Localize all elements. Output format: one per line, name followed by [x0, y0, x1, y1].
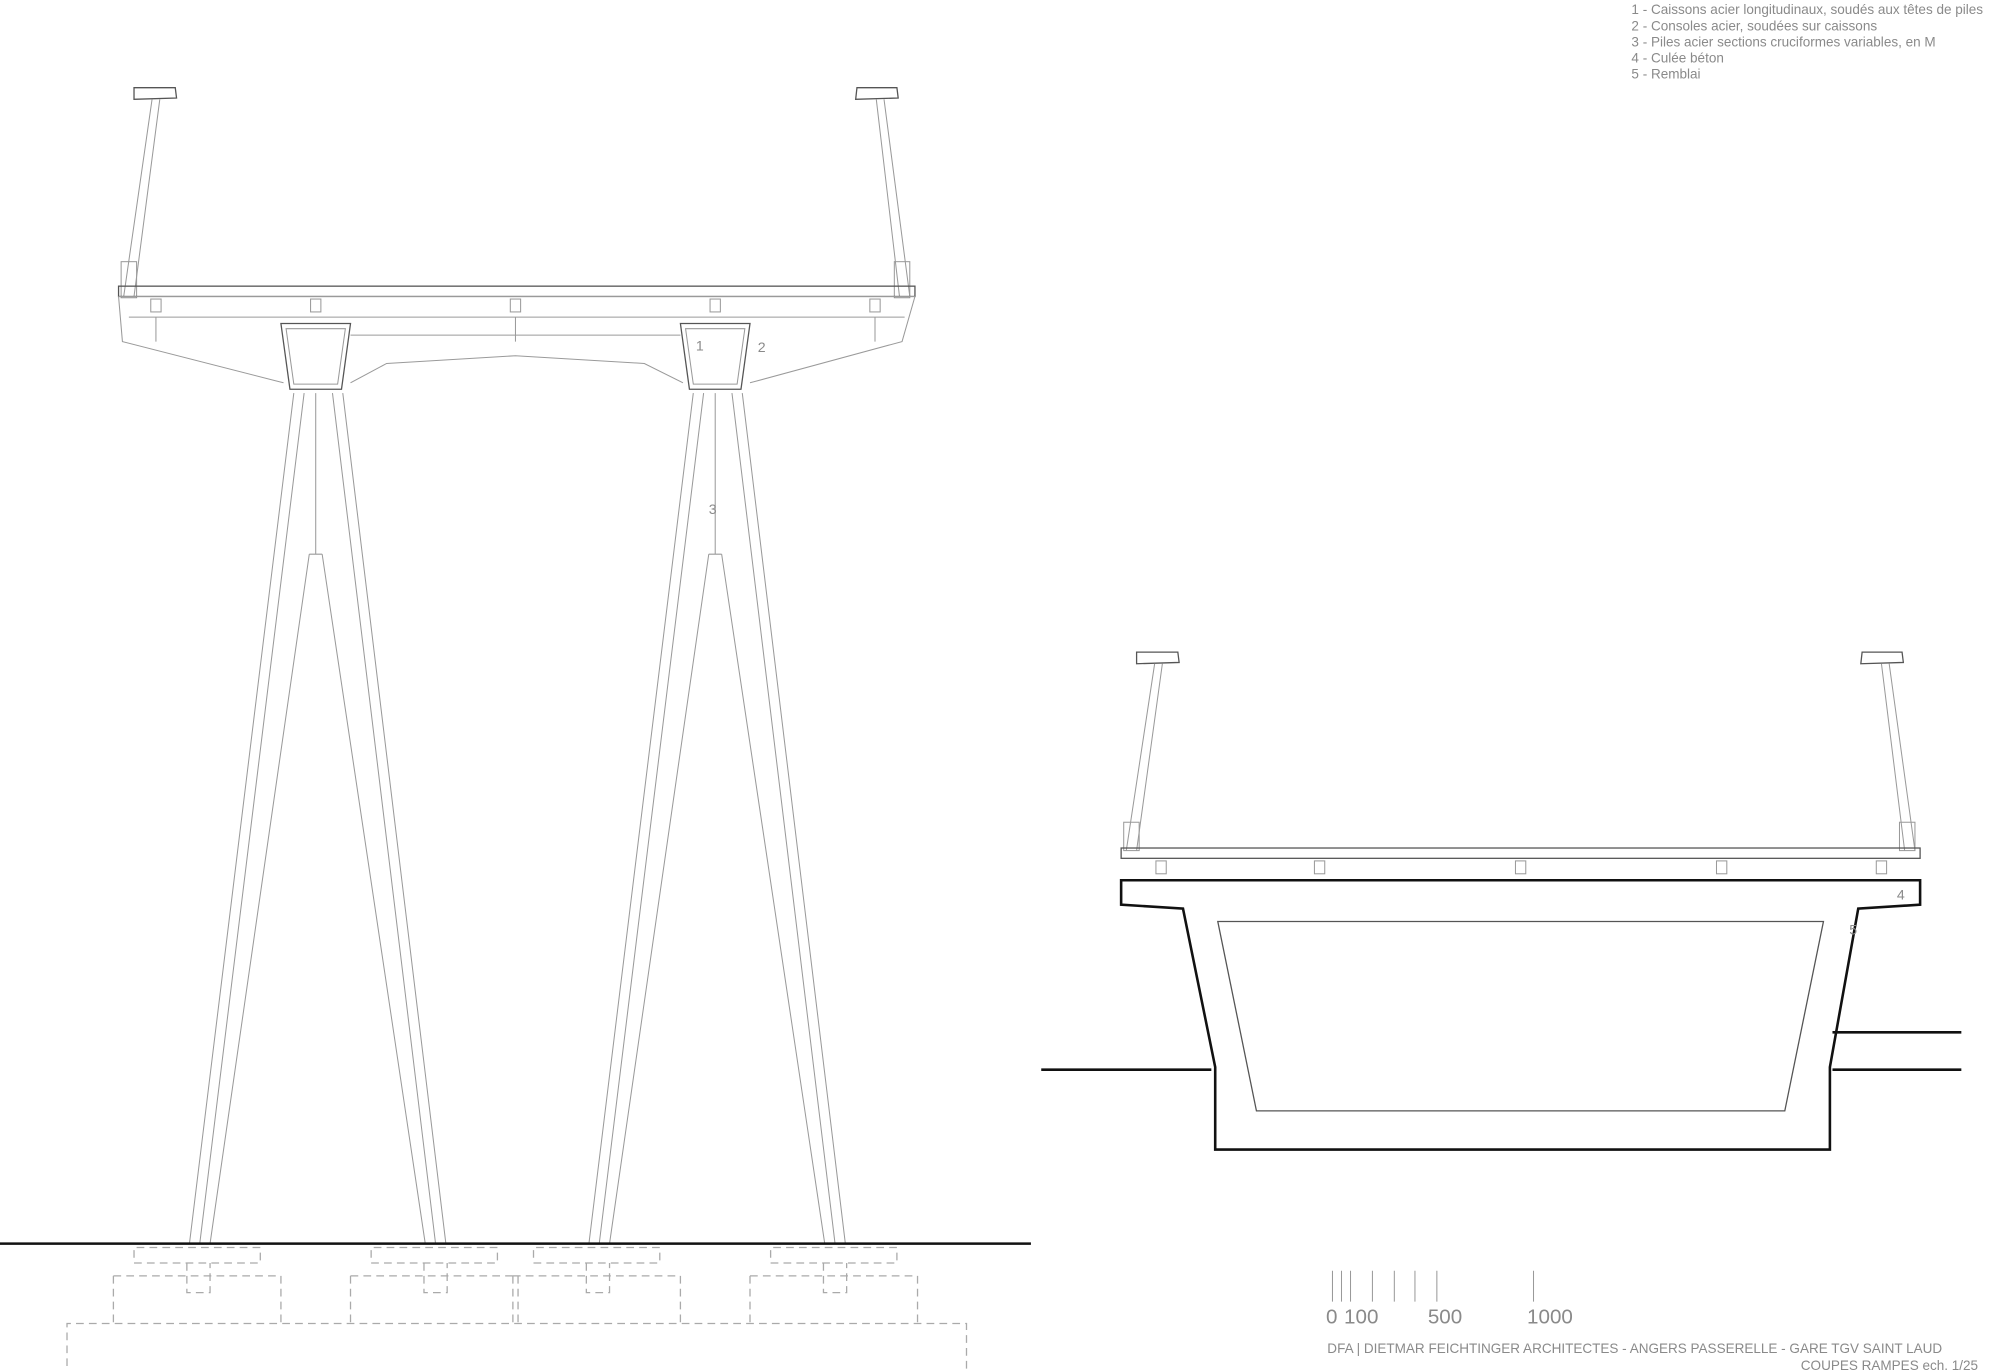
handrail-right	[854, 87, 899, 100]
railing-post-right	[1880, 663, 1916, 851]
railing-base-right	[893, 261, 911, 299]
deck-fixings	[1155, 860, 1888, 875]
caisson-left-inner	[285, 328, 346, 385]
abutment-section: 4 5	[1041, 651, 1962, 1151]
handrail-right	[1860, 651, 1905, 665]
legend-item: 1 - Caissons acier longitudinaux, soudés…	[1631, 2, 1983, 17]
railing-base-right	[1898, 821, 1916, 852]
legend-item: 5 - Remblai	[1631, 67, 1700, 82]
scale-label: 100	[1344, 1306, 1378, 1329]
scale-label: 500	[1428, 1306, 1462, 1329]
legend-item: 3 - Piles acier sections cruciformes var…	[1631, 34, 1935, 49]
caisson-left	[280, 322, 352, 390]
scale-ticks	[1331, 1270, 1535, 1302]
railing-post-right	[875, 99, 911, 297]
ground-line	[1041, 1031, 1962, 1071]
scale-bar: 0 100 500 1000	[1326, 1270, 1573, 1329]
label-caisson: 1	[696, 339, 704, 355]
label-remblai: 5	[1849, 922, 1857, 938]
railing-post-left	[123, 99, 161, 297]
railing-post-left	[1125, 663, 1163, 851]
scale-label: 1000	[1527, 1306, 1573, 1329]
m-shaped-piles	[188, 393, 846, 1244]
railing-base-left	[120, 261, 138, 299]
legend-item: 2 - Consoles acier, soudées sur caissons	[1631, 18, 1877, 33]
deck	[117, 285, 916, 298]
scale-label: 0	[1326, 1306, 1337, 1329]
caisson-right-inner	[684, 328, 746, 385]
fill-area	[1216, 920, 1825, 1112]
label-culee: 4	[1897, 888, 1905, 904]
legend: 1 - Caissons acier longitudinaux, soudés…	[1631, 2, 1983, 81]
title-line-1: DFA | DIETMAR FEICHTINGER ARCHITECTES - …	[1327, 1341, 1942, 1356]
deck-structure-lines	[118, 295, 915, 336]
legend-item: 4 - Culée béton	[1631, 51, 1723, 66]
railing-base-left	[1123, 821, 1140, 852]
console-outline	[118, 296, 916, 384]
handrail-left	[133, 87, 178, 100]
handrail-left	[1135, 651, 1180, 665]
deck-fixings	[150, 298, 881, 342]
caisson-right	[679, 322, 751, 390]
label-console: 2	[758, 340, 766, 356]
pier-section: 1 2 3	[0, 87, 1031, 1370]
deck	[1120, 847, 1921, 859]
title-line-2: COUPES RAMPES ech. 1/25	[1801, 1358, 1978, 1370]
abutment-outline	[1119, 878, 1922, 1151]
foundations	[66, 1246, 968, 1370]
label-pile: 3	[709, 502, 717, 518]
